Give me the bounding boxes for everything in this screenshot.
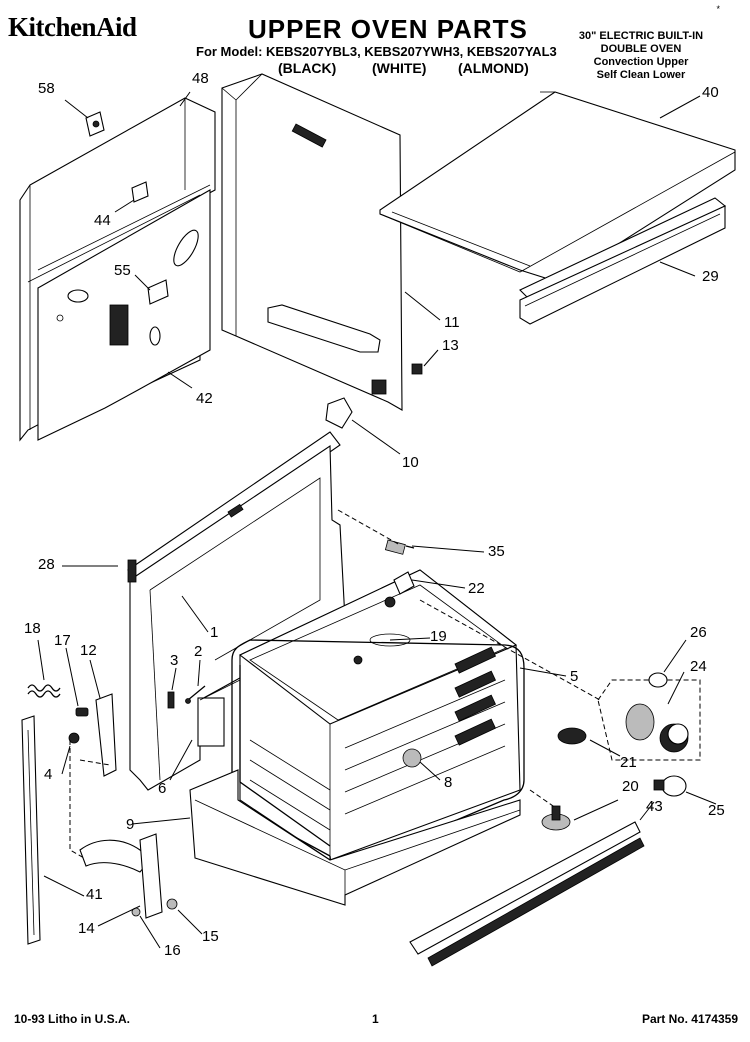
callout-13: 13 [442, 337, 459, 354]
callout-18: 18 [24, 620, 41, 637]
corner-mark: * [716, 4, 720, 14]
color-black: (BLACK) [278, 60, 337, 76]
assembly-line [419, 599, 601, 701]
callout-6: 6 [158, 780, 167, 797]
spring-18 [27, 684, 61, 698]
callout-14: 14 [78, 920, 95, 937]
clip-44 [131, 181, 149, 203]
callout-9: 9 [126, 816, 135, 833]
callout-28: 28 [38, 556, 55, 573]
callout-3: 3 [170, 652, 179, 669]
pin-3 [167, 691, 175, 709]
top-panel-40 [379, 91, 736, 283]
pin-2 [185, 685, 206, 704]
callout-29: 29 [702, 268, 719, 285]
part-21 [557, 727, 587, 745]
trim-43 [409, 821, 645, 967]
bulb-25 [653, 775, 687, 797]
part-4 [68, 732, 80, 744]
brand-logo: KitchenAid [8, 12, 137, 42]
lamp-assembly-24 [597, 679, 701, 761]
assembly-line [529, 789, 557, 809]
bracket-58 [85, 111, 105, 137]
callout-55: 55 [114, 262, 131, 279]
color-white: (WHITE) [372, 60, 427, 76]
footer-litho: 10-93 Litho in U.S.A. [14, 1012, 131, 1026]
part-15 [166, 898, 178, 910]
callout-12: 12 [80, 642, 97, 659]
side-panel-11 [221, 73, 403, 411]
callout-22: 22 [468, 580, 485, 597]
part-17 [75, 707, 89, 717]
part-20 [541, 805, 571, 831]
desc-line: Convection Upper [593, 56, 689, 68]
assembly-line [79, 759, 111, 766]
hinge-12 [95, 693, 117, 777]
front-frame-28 [127, 431, 346, 791]
clip-55 [147, 279, 169, 305]
connector-35 [384, 539, 415, 555]
footer-part-number: Part No. 4174359 [641, 1012, 738, 1026]
callout-11: 11 [444, 314, 460, 331]
appliance-description: 30" ELECTRIC BUILT-IN DOUBLE OVEN Convec… [576, 30, 706, 82]
clip-13 [411, 363, 423, 375]
oven-cavity [231, 569, 525, 868]
callout-8: 8 [444, 774, 453, 791]
callout-5: 5 [570, 668, 579, 685]
assembly-line [337, 509, 401, 546]
desc-line: Self Clean Lower [596, 69, 686, 81]
callout-41: 41 [86, 886, 103, 903]
callout-4: 4 [44, 766, 53, 783]
rail-29 [519, 197, 727, 325]
footer-page-number: 1 [372, 1012, 379, 1026]
callout-44: 44 [94, 212, 111, 229]
page-title: UPPER OVEN PARTS [248, 14, 528, 44]
callout-15: 15 [202, 928, 219, 945]
callout-20: 20 [622, 778, 639, 795]
callout-19: 19 [430, 628, 447, 645]
callout-43: 43 [646, 798, 663, 815]
lower-housing-9 [189, 769, 521, 906]
leader-lines [37, 91, 717, 949]
part-10 [325, 397, 353, 429]
callout-2: 2 [194, 643, 203, 660]
callout-42: 42 [196, 390, 213, 407]
gasket-41 [21, 715, 41, 945]
callout-21: 21 [620, 754, 637, 771]
model-line: For Model: KEBS207YBL3, KEBS207YWH3, KEB… [196, 44, 557, 59]
callout-25: 25 [708, 802, 725, 819]
callout-17: 17 [54, 632, 71, 649]
part-26 [648, 672, 668, 688]
part-8 [402, 748, 422, 768]
callout-26: 26 [690, 624, 707, 641]
hinge-14 [79, 833, 163, 919]
panel-42 [37, 189, 211, 441]
callout-10: 10 [402, 454, 419, 471]
color-almond: (ALMOND) [458, 60, 529, 76]
assembly-line [69, 740, 85, 859]
callout-1: 1 [210, 624, 219, 641]
desc-line: DOUBLE OVEN [600, 43, 682, 55]
desc-line: 30" ELECTRIC BUILT-IN [578, 30, 704, 42]
callout-35: 35 [488, 543, 505, 560]
callout-24: 24 [690, 658, 707, 675]
callout-16: 16 [164, 942, 181, 959]
callout-48: 48 [192, 70, 209, 87]
callout-40: 40 [702, 84, 719, 101]
callout-58: 58 [38, 80, 55, 97]
part-22 [393, 571, 415, 595]
